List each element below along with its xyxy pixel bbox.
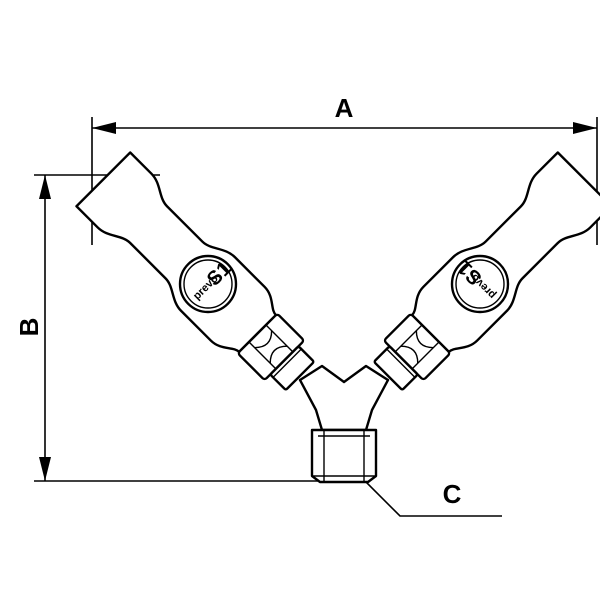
right-coupler: prevo S1 xyxy=(373,151,600,391)
dimension-a-label: A xyxy=(335,93,354,123)
y-body xyxy=(298,364,390,484)
right-logo-badge: prevo S1 xyxy=(450,254,510,314)
dimension-c-label: C xyxy=(443,479,462,509)
dimension-b-label: B xyxy=(14,318,44,337)
left-coupler: prevo S1 xyxy=(75,151,315,391)
dimension-a: A xyxy=(91,93,598,245)
dimension-b: B xyxy=(14,174,330,482)
